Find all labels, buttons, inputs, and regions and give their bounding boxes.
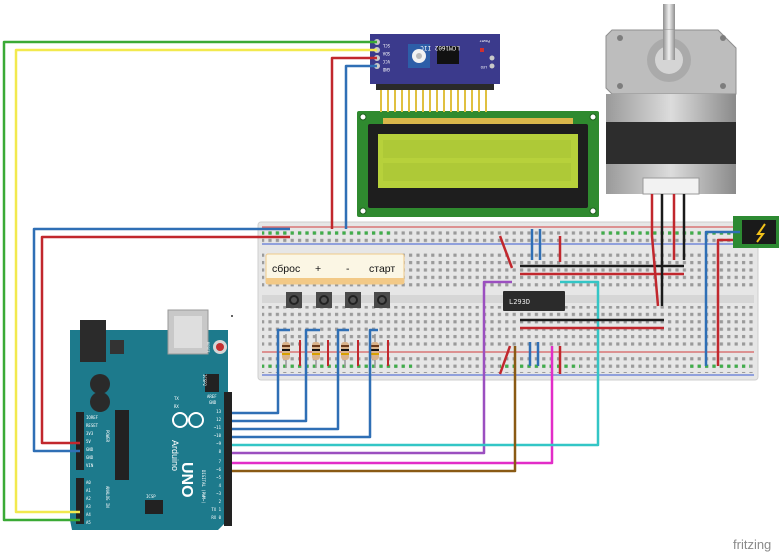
wire-button-2 — [232, 328, 320, 423]
l293d-chip: L293D — [503, 291, 565, 311]
pin-label: A4 — [86, 512, 91, 517]
wire-vcc — [330, 56, 377, 229]
arduino-icsp-label: ICSP — [146, 494, 156, 499]
l293d-label: L293D — [509, 298, 530, 306]
start-button[interactable] — [374, 292, 390, 308]
pin-label: A1 — [86, 488, 91, 493]
stepper-motor — [605, 4, 737, 195]
arduino-logo — [172, 412, 204, 428]
i2c-module: SCL SDA VCC GND LCM1602 IIC Power LED — [370, 34, 500, 112]
arduino-icsp2-label: ICSP2 — [202, 374, 207, 387]
i2c-led-label: LED — [481, 65, 487, 69]
wire-jack-blue — [704, 230, 740, 366]
label-plus: + — [315, 263, 321, 275]
wire-resistor-rail — [299, 340, 389, 366]
dc-power-jack — [733, 216, 779, 248]
arduino-aref-label: AREF — [207, 394, 217, 399]
pin-label: ~3 — [216, 491, 221, 496]
pin-label: RX 0 — [211, 515, 221, 520]
wire-5v — [40, 235, 290, 445]
pin-label: ~11 — [214, 425, 222, 430]
wire-scl — [2, 40, 377, 522]
pin-label: TX 1 — [211, 507, 221, 512]
i2c-pin-gnd: GND — [382, 67, 390, 72]
wire-button-3 — [232, 328, 349, 431]
pin-label: 13 — [216, 409, 221, 414]
pin-label: 5V — [86, 439, 91, 444]
arduino-tx-label: TX — [174, 396, 179, 401]
wire-sda — [14, 48, 377, 514]
wire-jack-red — [716, 238, 733, 366]
stray-dot — [231, 315, 233, 317]
pin-label: 7 — [219, 459, 222, 464]
label-minus: - — [346, 263, 350, 275]
pin-label: GND — [86, 447, 94, 452]
button-label-strip: сброс + - старт — [265, 253, 405, 285]
wire-purple — [232, 280, 512, 455]
pin-label: GND — [86, 455, 94, 460]
arduino-uno: Arduino UNO ICSP ICSP2 RESET AREF GND TX… — [70, 309, 232, 530]
arduino-rx-label: RX — [174, 404, 179, 409]
push-buttons — [286, 292, 390, 308]
wire-gnd-arduino — [32, 227, 290, 453]
arduino-model: UNO — [178, 462, 195, 498]
arduino-reset-label: RESET — [206, 342, 210, 353]
resistor — [312, 334, 320, 368]
i2c-pin-scl: SCL — [382, 43, 390, 48]
wire-chip-red-3 — [498, 345, 512, 375]
pin-label: ~10 — [214, 433, 222, 438]
pin-label: 12 — [216, 417, 221, 422]
pin-label: A2 — [86, 496, 91, 501]
pin-label: 8 — [219, 449, 222, 454]
arduino-analog-pin-labels: A0 A1 A2 A3 A4 A5 — [86, 480, 91, 525]
fritzing-watermark: fritzing — [733, 537, 771, 552]
arduino-analog-header: ANALOG IN — [105, 486, 110, 508]
label-start: старт — [369, 263, 395, 275]
pin-label: ~6 — [216, 467, 221, 472]
wire-chip-red-1 — [498, 235, 514, 269]
pin-label: A0 — [86, 480, 91, 485]
pin-label: 2 — [219, 499, 222, 504]
arduino-power-header: POWER — [105, 430, 110, 443]
wire-button-1 — [232, 328, 290, 415]
arduino-brand: Arduino — [170, 440, 180, 471]
pin-label: ~5 — [216, 475, 221, 480]
reset-button[interactable] — [286, 292, 302, 308]
arduino-gnd-label: GND — [209, 400, 217, 405]
wires — [2, 40, 740, 522]
i2c-pin-sda: SDA — [382, 51, 390, 56]
pin-label: IOREF — [86, 415, 99, 420]
label-reset: сброс — [272, 263, 300, 275]
i2c-header-pins — [376, 84, 494, 112]
arduino-power-pin-labels: IOREF RESET 3V3 5V GND GND VIN — [86, 415, 99, 468]
pin-label: 3V3 — [86, 431, 94, 436]
wire-cyan — [232, 280, 600, 447]
lcd-display — [357, 111, 599, 217]
minus-button[interactable] — [345, 292, 361, 308]
wire-gnd — [344, 64, 377, 229]
wire-button-4 — [232, 328, 378, 439]
resistors — [282, 334, 379, 368]
resistor — [341, 334, 349, 368]
i2c-chip-label: LCM1602 IIC — [420, 44, 460, 51]
arduino-digital-pin-labels: 13 12 ~11 ~10 ~9 8 7 ~6 ~5 4 ~3 2 TX 1 R… — [211, 409, 221, 520]
i2c-pin-vcc: VCC — [382, 59, 390, 64]
pin-label: 4 — [219, 483, 222, 488]
resistor — [371, 334, 379, 368]
pin-label: A5 — [86, 520, 91, 525]
pin-label: RESET — [86, 423, 99, 428]
lcd-character-grid — [383, 140, 571, 181]
wire-motor-red — [650, 194, 660, 307]
wire-magenta — [232, 346, 554, 465]
wire-brown — [232, 346, 517, 473]
resistor — [282, 334, 290, 368]
arduino-digital-header: DIGITAL (PWM~) — [201, 470, 206, 504]
plus-button[interactable] — [316, 292, 332, 308]
i2c-power-label: Power — [479, 39, 490, 43]
pin-label: ~9 — [216, 441, 221, 446]
pin-label: A3 — [86, 504, 91, 509]
pin-label: VIN — [86, 463, 94, 468]
